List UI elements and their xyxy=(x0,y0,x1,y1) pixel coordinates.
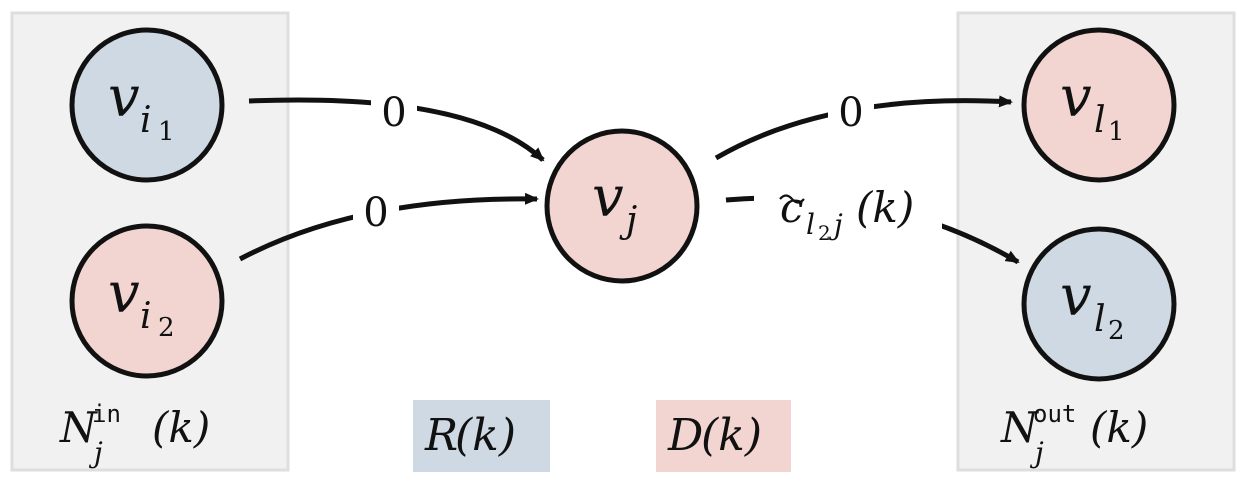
node-label-sub: i xyxy=(140,100,152,141)
group-label-arg: (k) xyxy=(152,403,210,452)
edge-label-bg xyxy=(754,176,942,236)
node-label-sub: l xyxy=(1094,299,1106,340)
legend-remote: R (k) xyxy=(424,410,516,461)
group-label-arg: (k) xyxy=(1090,403,1148,452)
node-label-sub: i xyxy=(140,296,152,337)
tilde-accent xyxy=(779,194,805,204)
legend-remote-base: R xyxy=(424,410,458,461)
edge-label-vj-vl2: c l 2 j (k) xyxy=(779,183,914,245)
node-vl1: v l 1 xyxy=(1021,27,1177,183)
group-label-base: N xyxy=(1000,403,1039,452)
node-vi2: v i 2 xyxy=(69,223,225,379)
node-label-subsub: 2 xyxy=(1108,316,1125,346)
edge-label-vi2-vj: 0 xyxy=(363,190,388,236)
edge-label-bg xyxy=(828,88,874,136)
edge-label-bg xyxy=(353,187,399,235)
node-label-base: v xyxy=(592,165,624,230)
group-label-sup: in xyxy=(92,400,121,428)
legend-dealer-base: D xyxy=(667,410,703,461)
group-label-base: N xyxy=(59,403,98,452)
node-label-base: v xyxy=(108,261,140,326)
edge-label-subsub: 2 xyxy=(818,221,831,245)
node-label-base: v xyxy=(1060,264,1092,329)
edge-label-arg: (k) xyxy=(856,183,914,232)
edge-label-sub-l: l xyxy=(806,208,815,241)
edge-label-vj-vl1: 0 xyxy=(838,90,863,136)
edge-label-vi1-vj: 0 xyxy=(381,90,406,136)
legend-dealer: D (k) xyxy=(667,410,762,461)
node-label-sub: l xyxy=(1094,100,1106,141)
edge-label-base: c xyxy=(780,183,804,232)
node-vj: v j xyxy=(544,128,700,284)
in-neighbors-label: N in j (k) xyxy=(59,400,210,469)
legend-dealer-arg: (k) xyxy=(701,410,762,461)
node-vi1: v i 1 xyxy=(69,27,225,183)
edge-vi1-vj xyxy=(248,97,545,162)
group-label-sup: out xyxy=(1033,400,1076,428)
node-vl2: v l 2 xyxy=(1021,226,1177,382)
node-label-base: v xyxy=(108,65,140,130)
node-label-subsub: 1 xyxy=(1108,117,1125,147)
legend-remote-swatch xyxy=(413,400,550,472)
edge-label-bg xyxy=(371,88,417,136)
legend-dealer-swatch xyxy=(656,400,791,472)
legend-remote-arg: (k) xyxy=(455,410,516,461)
node-label-subsub: 2 xyxy=(158,313,175,343)
node-label-base: v xyxy=(1060,65,1092,130)
node-label-subsub: 1 xyxy=(158,117,175,147)
